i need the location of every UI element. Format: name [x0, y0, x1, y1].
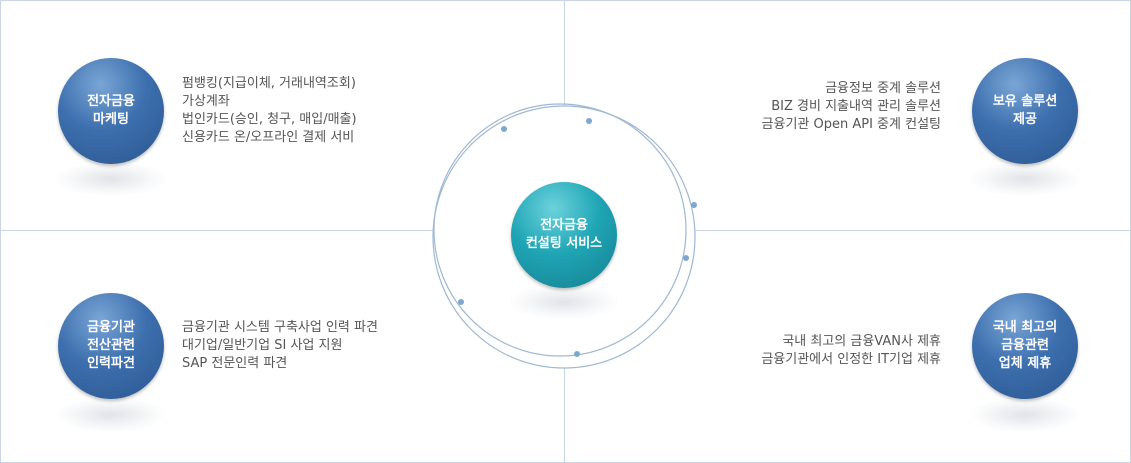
tl-reflection — [56, 162, 166, 196]
list-item: 펌뱅킹(지급이체, 거래내역조회) — [182, 76, 356, 91]
orbit-dot — [574, 351, 580, 357]
list-item: 금융정보 중계 솔루션 — [825, 81, 941, 96]
orbit-dot — [683, 255, 689, 261]
bl-circle: 금융기관 전산관련 인력파견 — [58, 293, 164, 399]
list-item: 법인카드(승인, 청구, 매입/매출) — [182, 112, 357, 127]
orbit-dot — [586, 118, 592, 124]
tr-description: 금융정보 중계 솔루션 BIZ 경비 지출내역 관리 솔루션 금융기관 Open… — [762, 80, 941, 134]
br-title: 국내 최고의 금융관련 업체 제휴 — [992, 320, 1058, 371]
br-circle: 국내 최고의 금융관련 업체 제휴 — [972, 293, 1078, 399]
tl-circle: 전자금융 마케팅 — [58, 58, 164, 164]
bl-reflection — [56, 398, 166, 432]
center-title: 전자금융 컨설팅 서비스 — [525, 218, 603, 251]
bl-title: 금융기관 전산관련 인력파견 — [87, 320, 135, 371]
list-item: 금융기관에서 인정한 IT기업 제휴 — [761, 352, 941, 367]
tr-reflection — [970, 162, 1080, 196]
list-item: 대기업/일반기업 SI 사업 지원 — [182, 338, 343, 353]
orbit-dot — [501, 126, 507, 132]
list-item: 금융기관 시스템 구축사업 인력 파견 — [182, 320, 378, 335]
list-item: 신용카드 온/오프라인 결제 서비 — [182, 130, 355, 145]
orbit-dot — [691, 202, 697, 208]
list-item: 가상계좌 — [182, 94, 230, 109]
list-item: 국내 최고의 금융VAN사 제휴 — [782, 334, 941, 349]
center-reflection — [509, 285, 619, 319]
list-item: BIZ 경비 지출내역 관리 솔루션 — [771, 99, 941, 114]
tl-description: 펌뱅킹(지급이체, 거래내역조회) 가상계좌 법인카드(승인, 청구, 매입/매… — [182, 75, 357, 147]
orbit-ring-inner — [433, 103, 687, 357]
tr-title: 보유 솔루션 제공 — [992, 94, 1058, 127]
bl-description: 금융기관 시스템 구축사업 인력 파견 대기업/일반기업 SI 사업 지원 SA… — [182, 319, 378, 373]
orbit-dot — [458, 299, 464, 305]
list-item: 금융기관 Open API 중계 컨설팅 — [761, 117, 941, 132]
tr-circle: 보유 솔루션 제공 — [972, 58, 1078, 164]
br-description: 국내 최고의 금융VAN사 제휴 금융기관에서 인정한 IT기업 제휴 — [761, 333, 941, 369]
br-reflection — [970, 398, 1080, 432]
list-item: SAP 전문인력 파견 — [182, 356, 288, 371]
tl-title: 전자금융 마케팅 — [87, 94, 135, 127]
center-circle: 전자금융 컨설팅 서비스 — [511, 182, 617, 288]
